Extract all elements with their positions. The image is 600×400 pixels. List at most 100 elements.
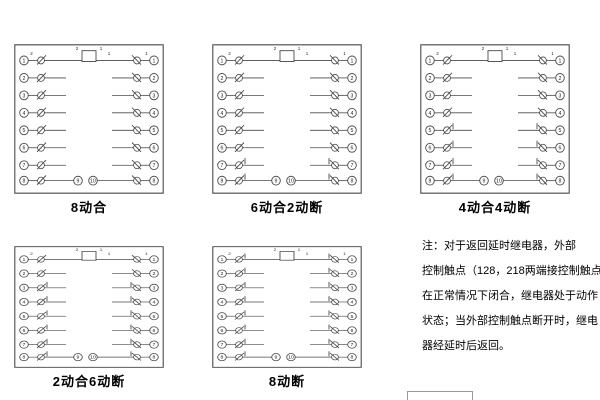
svg-text:3: 3: [351, 93, 354, 99]
note-line: 状态；当外部控制触点断开时，继电: [422, 315, 598, 327]
svg-text:5: 5: [221, 128, 224, 134]
svg-text:9: 9: [77, 355, 80, 360]
svg-text:2: 2: [559, 76, 562, 82]
svg-text:4: 4: [351, 111, 354, 117]
svg-text:1: 1: [298, 247, 301, 252]
svg-text:1: 1: [306, 51, 309, 56]
svg-text:1: 1: [100, 46, 103, 51]
svg-text:5: 5: [23, 128, 26, 134]
svg-text:2: 2: [221, 76, 224, 82]
note-line: 器经延时后返回。: [422, 340, 510, 352]
svg-text:2: 2: [228, 251, 231, 256]
panel-label: 8动断: [268, 374, 306, 389]
svg-text:9: 9: [275, 355, 278, 360]
svg-text:5: 5: [23, 314, 26, 319]
svg-text:2: 2: [23, 272, 26, 277]
svg-text:8: 8: [351, 179, 354, 185]
svg-text:1: 1: [306, 251, 309, 256]
svg-text:3: 3: [153, 286, 156, 291]
svg-text:2: 2: [30, 251, 33, 256]
svg-text:8: 8: [221, 355, 224, 360]
svg-text:7: 7: [351, 343, 354, 348]
svg-text:2: 2: [436, 51, 439, 56]
svg-text:1: 1: [429, 58, 432, 64]
svg-text:2: 2: [76, 46, 79, 51]
svg-text:2: 2: [153, 76, 156, 82]
svg-text:2: 2: [153, 272, 156, 277]
svg-text:2: 2: [482, 46, 485, 51]
svg-text:1: 1: [100, 247, 103, 252]
svg-text:1: 1: [153, 58, 156, 64]
svg-text:9: 9: [77, 179, 80, 185]
svg-text:4: 4: [153, 300, 156, 305]
svg-text:4: 4: [429, 111, 432, 117]
svg-text:2: 2: [30, 51, 33, 56]
svg-text:6: 6: [559, 146, 562, 152]
svg-text:6: 6: [153, 328, 156, 333]
svg-text:1: 1: [298, 46, 301, 51]
svg-text:2: 2: [351, 272, 354, 277]
svg-text:4: 4: [23, 300, 26, 305]
svg-text:10: 10: [90, 355, 96, 360]
svg-text:3: 3: [153, 93, 156, 99]
svg-text:2: 2: [351, 76, 354, 82]
svg-text:2: 2: [429, 76, 432, 82]
svg-text:2: 2: [221, 272, 224, 277]
panel-label: 4动合4动断: [458, 200, 532, 215]
svg-text:8: 8: [23, 355, 26, 360]
panel-label: 6动合2动断: [250, 200, 324, 215]
svg-text:8: 8: [23, 179, 26, 185]
note-line: 控制触点（128，218两端接控制触点）: [422, 265, 600, 277]
svg-text:7: 7: [351, 163, 354, 169]
svg-text:2: 2: [228, 51, 231, 56]
svg-text:1: 1: [145, 51, 148, 56]
svg-text:1: 1: [108, 251, 111, 256]
svg-text:6: 6: [153, 146, 156, 152]
svg-text:3: 3: [23, 286, 26, 291]
note-line: 在正常情况下闭合，继电器处于动作: [422, 290, 598, 302]
svg-text:8: 8: [153, 355, 156, 360]
svg-text:8: 8: [429, 179, 432, 185]
svg-text:5: 5: [221, 314, 224, 319]
svg-text:9: 9: [275, 179, 278, 185]
svg-text:1: 1: [23, 58, 26, 64]
svg-text:1: 1: [343, 51, 346, 56]
svg-text:7: 7: [153, 163, 156, 169]
svg-text:8: 8: [221, 179, 224, 185]
svg-text:6: 6: [221, 146, 224, 152]
svg-text:1: 1: [351, 58, 354, 64]
svg-text:1: 1: [351, 257, 354, 262]
svg-text:7: 7: [221, 163, 224, 169]
svg-text:4: 4: [221, 111, 224, 117]
svg-text:5: 5: [351, 314, 354, 319]
note-line: 注：对于返回延时继电器，外部: [422, 240, 576, 252]
svg-text:3: 3: [221, 93, 224, 99]
note-text: 注：对于返回延时继电器，外部控制触点（128，218两端接控制触点） 在正常情况下…: [422, 234, 600, 359]
svg-text:6: 6: [429, 146, 432, 152]
svg-text:7: 7: [153, 343, 156, 348]
svg-text:5: 5: [153, 128, 156, 134]
svg-text:3: 3: [221, 286, 224, 291]
svg-text:4: 4: [559, 111, 562, 117]
svg-text:1: 1: [514, 51, 517, 56]
svg-text:4: 4: [23, 111, 26, 117]
svg-text:5: 5: [153, 314, 156, 319]
svg-text:1: 1: [221, 58, 224, 64]
svg-text:1: 1: [559, 58, 562, 64]
svg-text:3: 3: [23, 93, 26, 99]
svg-text:1: 1: [343, 251, 346, 256]
svg-text:6: 6: [351, 146, 354, 152]
svg-text:2: 2: [274, 46, 277, 51]
svg-text:6: 6: [23, 146, 26, 152]
svg-text:1: 1: [23, 257, 26, 262]
svg-text:7: 7: [221, 343, 224, 348]
svg-text:10: 10: [496, 179, 502, 185]
svg-text:9: 9: [483, 179, 486, 185]
